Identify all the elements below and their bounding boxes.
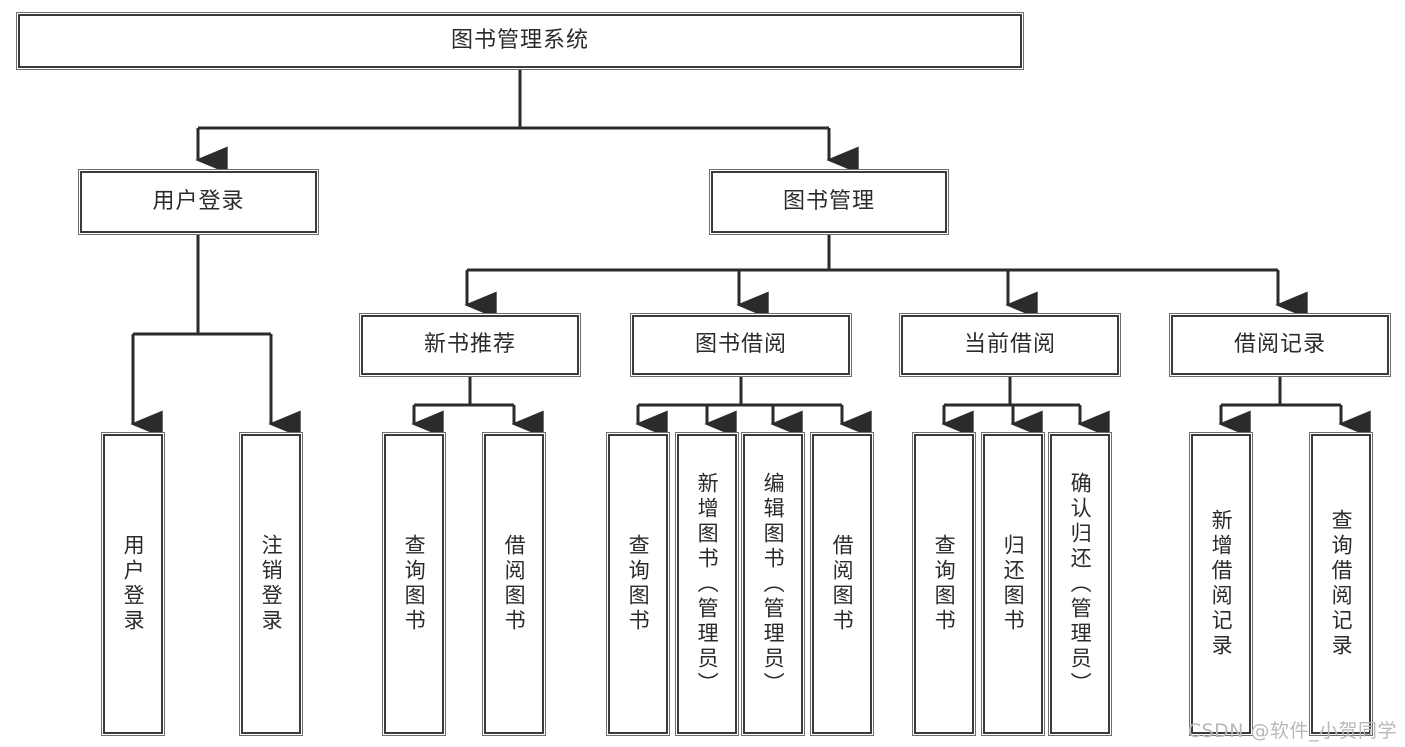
leaf-query-book-borrow[interactable]: 查询图书 bbox=[608, 434, 668, 734]
node-root[interactable]: 图书管理系统 bbox=[18, 14, 1022, 68]
leaf-query-book-recommend[interactable]: 查询图书 bbox=[384, 434, 444, 734]
leaf-borrow-book[interactable]: 借阅图书 bbox=[812, 434, 872, 734]
leaf-query-book-current-label: 查询图书 bbox=[932, 534, 957, 634]
leaf-query-borrow-record[interactable]: 查询借阅记录 bbox=[1311, 434, 1371, 734]
node-book-borrow-label: 图书借阅 bbox=[694, 331, 787, 357]
node-book-borrow[interactable]: 图书借阅 bbox=[632, 315, 850, 375]
node-user-login-label: 用户登录 bbox=[152, 188, 245, 214]
leaf-return-book-label: 归还图书 bbox=[1001, 534, 1026, 634]
leaf-confirm-return-admin-label: 确认归还（管理员） bbox=[1068, 471, 1093, 697]
node-book-management[interactable]: 图书管理 bbox=[711, 171, 947, 233]
node-current-borrow-label: 当前借阅 bbox=[963, 331, 1056, 357]
node-root-label: 图书管理系统 bbox=[450, 27, 589, 53]
leaf-edit-book-admin[interactable]: 编辑图书（管理员） bbox=[743, 434, 803, 734]
node-book-management-label: 图书管理 bbox=[782, 188, 875, 214]
watermark: CSDN @软件_小贺同学 bbox=[1187, 720, 1397, 742]
leaf-borrow-book-recommend[interactable]: 借阅图书 bbox=[484, 434, 544, 734]
node-current-borrow[interactable]: 当前借阅 bbox=[901, 315, 1119, 375]
leaf-query-book-recommend-label: 查询图书 bbox=[402, 534, 427, 634]
leaf-add-borrow-record-label: 新增借阅记录 bbox=[1209, 509, 1234, 659]
leaf-borrow-book-label: 借阅图书 bbox=[830, 534, 855, 634]
leaf-logout-label: 注销登录 bbox=[259, 534, 284, 634]
leaf-query-book-current[interactable]: 查询图书 bbox=[914, 434, 974, 734]
leaf-edit-book-admin-label: 编辑图书（管理员） bbox=[761, 471, 786, 697]
leaf-user-login[interactable]: 用户登录 bbox=[103, 434, 163, 734]
leaf-logout[interactable]: 注销登录 bbox=[241, 434, 301, 734]
node-borrow-record-label: 借阅记录 bbox=[1233, 331, 1326, 357]
leaf-borrow-book-recommend-label: 借阅图书 bbox=[502, 534, 527, 634]
node-borrow-record[interactable]: 借阅记录 bbox=[1171, 315, 1389, 375]
leaf-add-book-admin-label: 新增图书（管理员） bbox=[695, 471, 720, 697]
node-new-book-recommend[interactable]: 新书推荐 bbox=[361, 315, 579, 375]
leaf-add-borrow-record[interactable]: 新增借阅记录 bbox=[1191, 434, 1251, 734]
node-user-login[interactable]: 用户登录 bbox=[80, 171, 317, 233]
leaf-return-book[interactable]: 归还图书 bbox=[983, 434, 1043, 734]
leaf-query-borrow-record-label: 查询借阅记录 bbox=[1329, 509, 1354, 659]
leaf-query-book-borrow-label: 查询图书 bbox=[626, 534, 651, 634]
node-new-book-recommend-label: 新书推荐 bbox=[423, 331, 516, 357]
leaf-user-login-label: 用户登录 bbox=[121, 534, 146, 634]
leaf-add-book-admin[interactable]: 新增图书（管理员） bbox=[677, 434, 737, 734]
leaf-confirm-return-admin[interactable]: 确认归还（管理员） bbox=[1050, 434, 1110, 734]
